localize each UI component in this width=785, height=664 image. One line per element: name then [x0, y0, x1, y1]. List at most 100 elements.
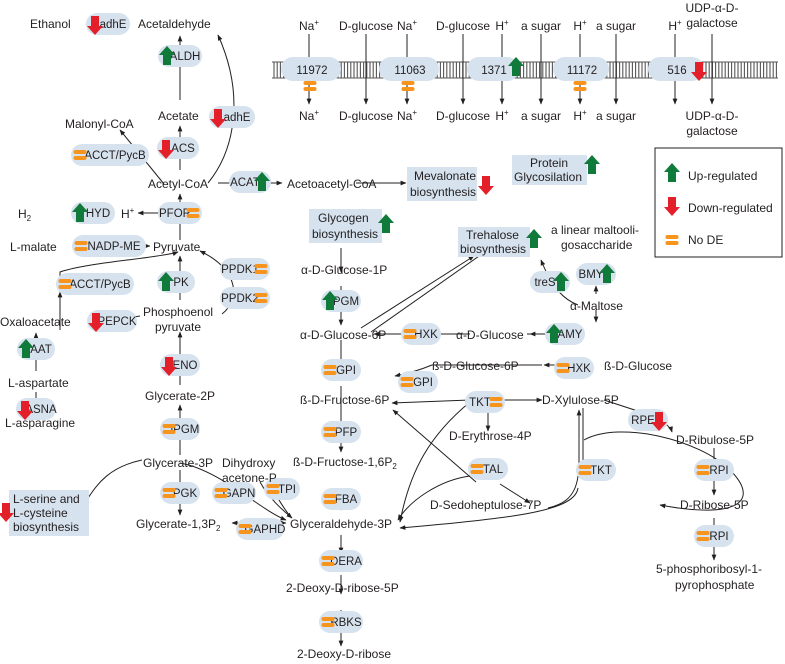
enzyme-tres[interactable]: treS [530, 271, 570, 293]
enzyme-pgk[interactable]: PGK [160, 482, 200, 504]
enzyme-label: PFP [335, 427, 358, 439]
enzyme-tpi[interactable]: TPI [264, 478, 300, 500]
enzyme-ipgm[interactable]: iPGM [160, 418, 200, 440]
enzyme-acat[interactable]: ACAT [229, 171, 271, 193]
enzyme-ppdk2[interactable]: PPDK2 [220, 287, 270, 309]
enzyme-adhE2[interactable]: adhE [209, 106, 255, 128]
enzyme-rpi1[interactable]: RPI [694, 459, 734, 481]
membrane-top-label: H+ [495, 18, 509, 33]
label-ethanol: Ethanol [30, 17, 71, 31]
enzyme-gpi2[interactable]: GPI [398, 371, 438, 393]
transporter-11972[interactable] [281, 57, 341, 81]
transporter-11063[interactable] [379, 57, 439, 81]
label-glycogen1: Glycogen [318, 211, 369, 225]
label-acetaldehyde: Acetaldehyde [138, 17, 211, 31]
enzyme-asna[interactable]: ASNA [16, 398, 57, 420]
enzyme-gpi1[interactable]: GPI [321, 359, 361, 381]
label-dxylulose5p: D-Xylulose-5P [542, 393, 619, 407]
enzyme-adhE1[interactable]: adhE [86, 13, 130, 35]
transporter-1371[interactable] [467, 57, 519, 81]
label-dhap1: Dihydroxy [222, 456, 275, 470]
enzyme-fba[interactable]: FBA [321, 488, 361, 510]
enzyme-box [465, 391, 505, 413]
transporter-id: 1371 [481, 65, 507, 77]
enzyme-acs[interactable]: ACS [157, 137, 199, 159]
enzyme-label: adhE [224, 112, 251, 124]
enzyme-label: PK [173, 277, 189, 289]
enzyme-aat[interactable]: AAT [17, 338, 55, 360]
enzyme-box [468, 458, 508, 480]
enzyme-tkt1[interactable]: TKT [465, 391, 505, 413]
enzyme-label: PGM [333, 296, 359, 308]
enzyme-label: treS [534, 277, 555, 289]
enzyme-box [321, 359, 361, 381]
enzyme-nadpme[interactable]: NADP-ME [72, 235, 146, 257]
enzyme-tal[interactable]: TAL [468, 458, 508, 480]
legend-up-label: Up-regulated [688, 169, 757, 183]
enzyme-label: ACCT/PycB [84, 150, 146, 162]
label-adglucose: α-D-Glucose [456, 328, 524, 342]
membrane-top-label: Na+ [299, 18, 319, 33]
enzyme-label: NADP-ME [87, 241, 140, 253]
enzyme-gaphd[interactable]: GAPHD [236, 518, 285, 540]
udp-top-line2: galactose [686, 16, 738, 30]
label-glycerate-13p: Glycerate-1,3P2 [136, 517, 221, 533]
enzyme-gapn[interactable]: GAPN [212, 482, 256, 504]
label-h2: H2 [18, 207, 32, 223]
enzyme-dera[interactable]: DERA [319, 550, 363, 572]
enzyme-ppdk1[interactable]: PPDK1 [220, 258, 270, 280]
enzyme-label: FBA [335, 494, 358, 506]
membrane-bottom-label: Na+ [397, 108, 417, 123]
enzyme-tkt2[interactable]: TKT [576, 459, 616, 481]
enzyme-label: HXK [567, 363, 591, 375]
enzyme-hyd[interactable]: HYD [71, 202, 115, 224]
transporter-11172[interactable] [553, 57, 609, 81]
protein-box [512, 155, 587, 185]
label-adg1p: α-D-Glucose-1P [301, 263, 387, 277]
enzyme-rpe[interactable]: RPE [628, 409, 668, 431]
legend: Up-regulated Down-regulated No DE [654, 147, 783, 258]
enzyme-hxk1[interactable]: HXK [401, 323, 441, 345]
enzyme-box [398, 371, 438, 393]
enzyme-label: ALDH [170, 51, 201, 63]
enzyme-label: PGK [173, 488, 198, 500]
highlight-labels: Mevalonate biosynthesis Glycogen biosynt… [13, 156, 582, 534]
enzyme-pk[interactable]: PK [157, 271, 195, 293]
label-acetoacetyl-coa: Acetoacetyl-CoA [287, 177, 376, 191]
enzyme-acct1[interactable]: ACCT/PycB [71, 144, 149, 166]
enzyme-box [694, 459, 734, 481]
enzyme-hxk2[interactable]: HXK [554, 357, 594, 379]
label-serine2: L-cysteine [13, 506, 68, 520]
label-pep2: pyruvate [155, 320, 201, 334]
enzyme-pfp[interactable]: PFP [321, 421, 361, 443]
enzyme-box [576, 459, 616, 481]
label-amaltose: α-Maltose [570, 299, 623, 313]
enzyme-label: TAL [483, 464, 504, 476]
enzyme-rbks[interactable]: RBKS [319, 611, 363, 633]
label-trehalose2: biosynthesis [460, 242, 526, 256]
label-dribulose5p: D-Ribulose-5P [676, 433, 754, 447]
enzyme-label: ACCT/PycB [69, 279, 131, 291]
enzyme-eno[interactable]: ENO [160, 354, 200, 376]
label-pep1: Phosphoenol [143, 305, 213, 319]
transporter-id: 11972 [296, 65, 327, 77]
membrane-top-label: D-glucose [339, 19, 393, 33]
enzyme-aldh[interactable]: ALDH [158, 45, 202, 67]
enzyme-bmy[interactable]: BMY [576, 263, 616, 285]
membrane-top-label: a sugar [596, 19, 636, 33]
enzyme-box [264, 478, 300, 500]
membrane-bottom-label: H+ [573, 108, 587, 123]
label-lasparagine: L-asparagine [5, 416, 75, 430]
enzyme-amy[interactable]: AMY [545, 323, 585, 345]
enzyme-pfor[interactable]: PFOR [158, 202, 202, 224]
trehalose-box [458, 227, 530, 257]
label-dsedoheptulose7p: D-Sedoheptulose-7P [430, 498, 541, 512]
enzyme-pgm[interactable]: PGM [321, 290, 361, 312]
enzyme-rpi2[interactable]: RPI [694, 525, 734, 547]
enzyme-acct2[interactable]: ACCT/PycB [56, 273, 134, 295]
enzyme-box [160, 418, 200, 440]
transporter-516[interactable] [648, 57, 704, 81]
no-de-marker [401, 81, 415, 91]
enzyme-pepck[interactable]: PEPCK [87, 310, 137, 332]
enzyme-label: PPDK1 [221, 264, 259, 276]
